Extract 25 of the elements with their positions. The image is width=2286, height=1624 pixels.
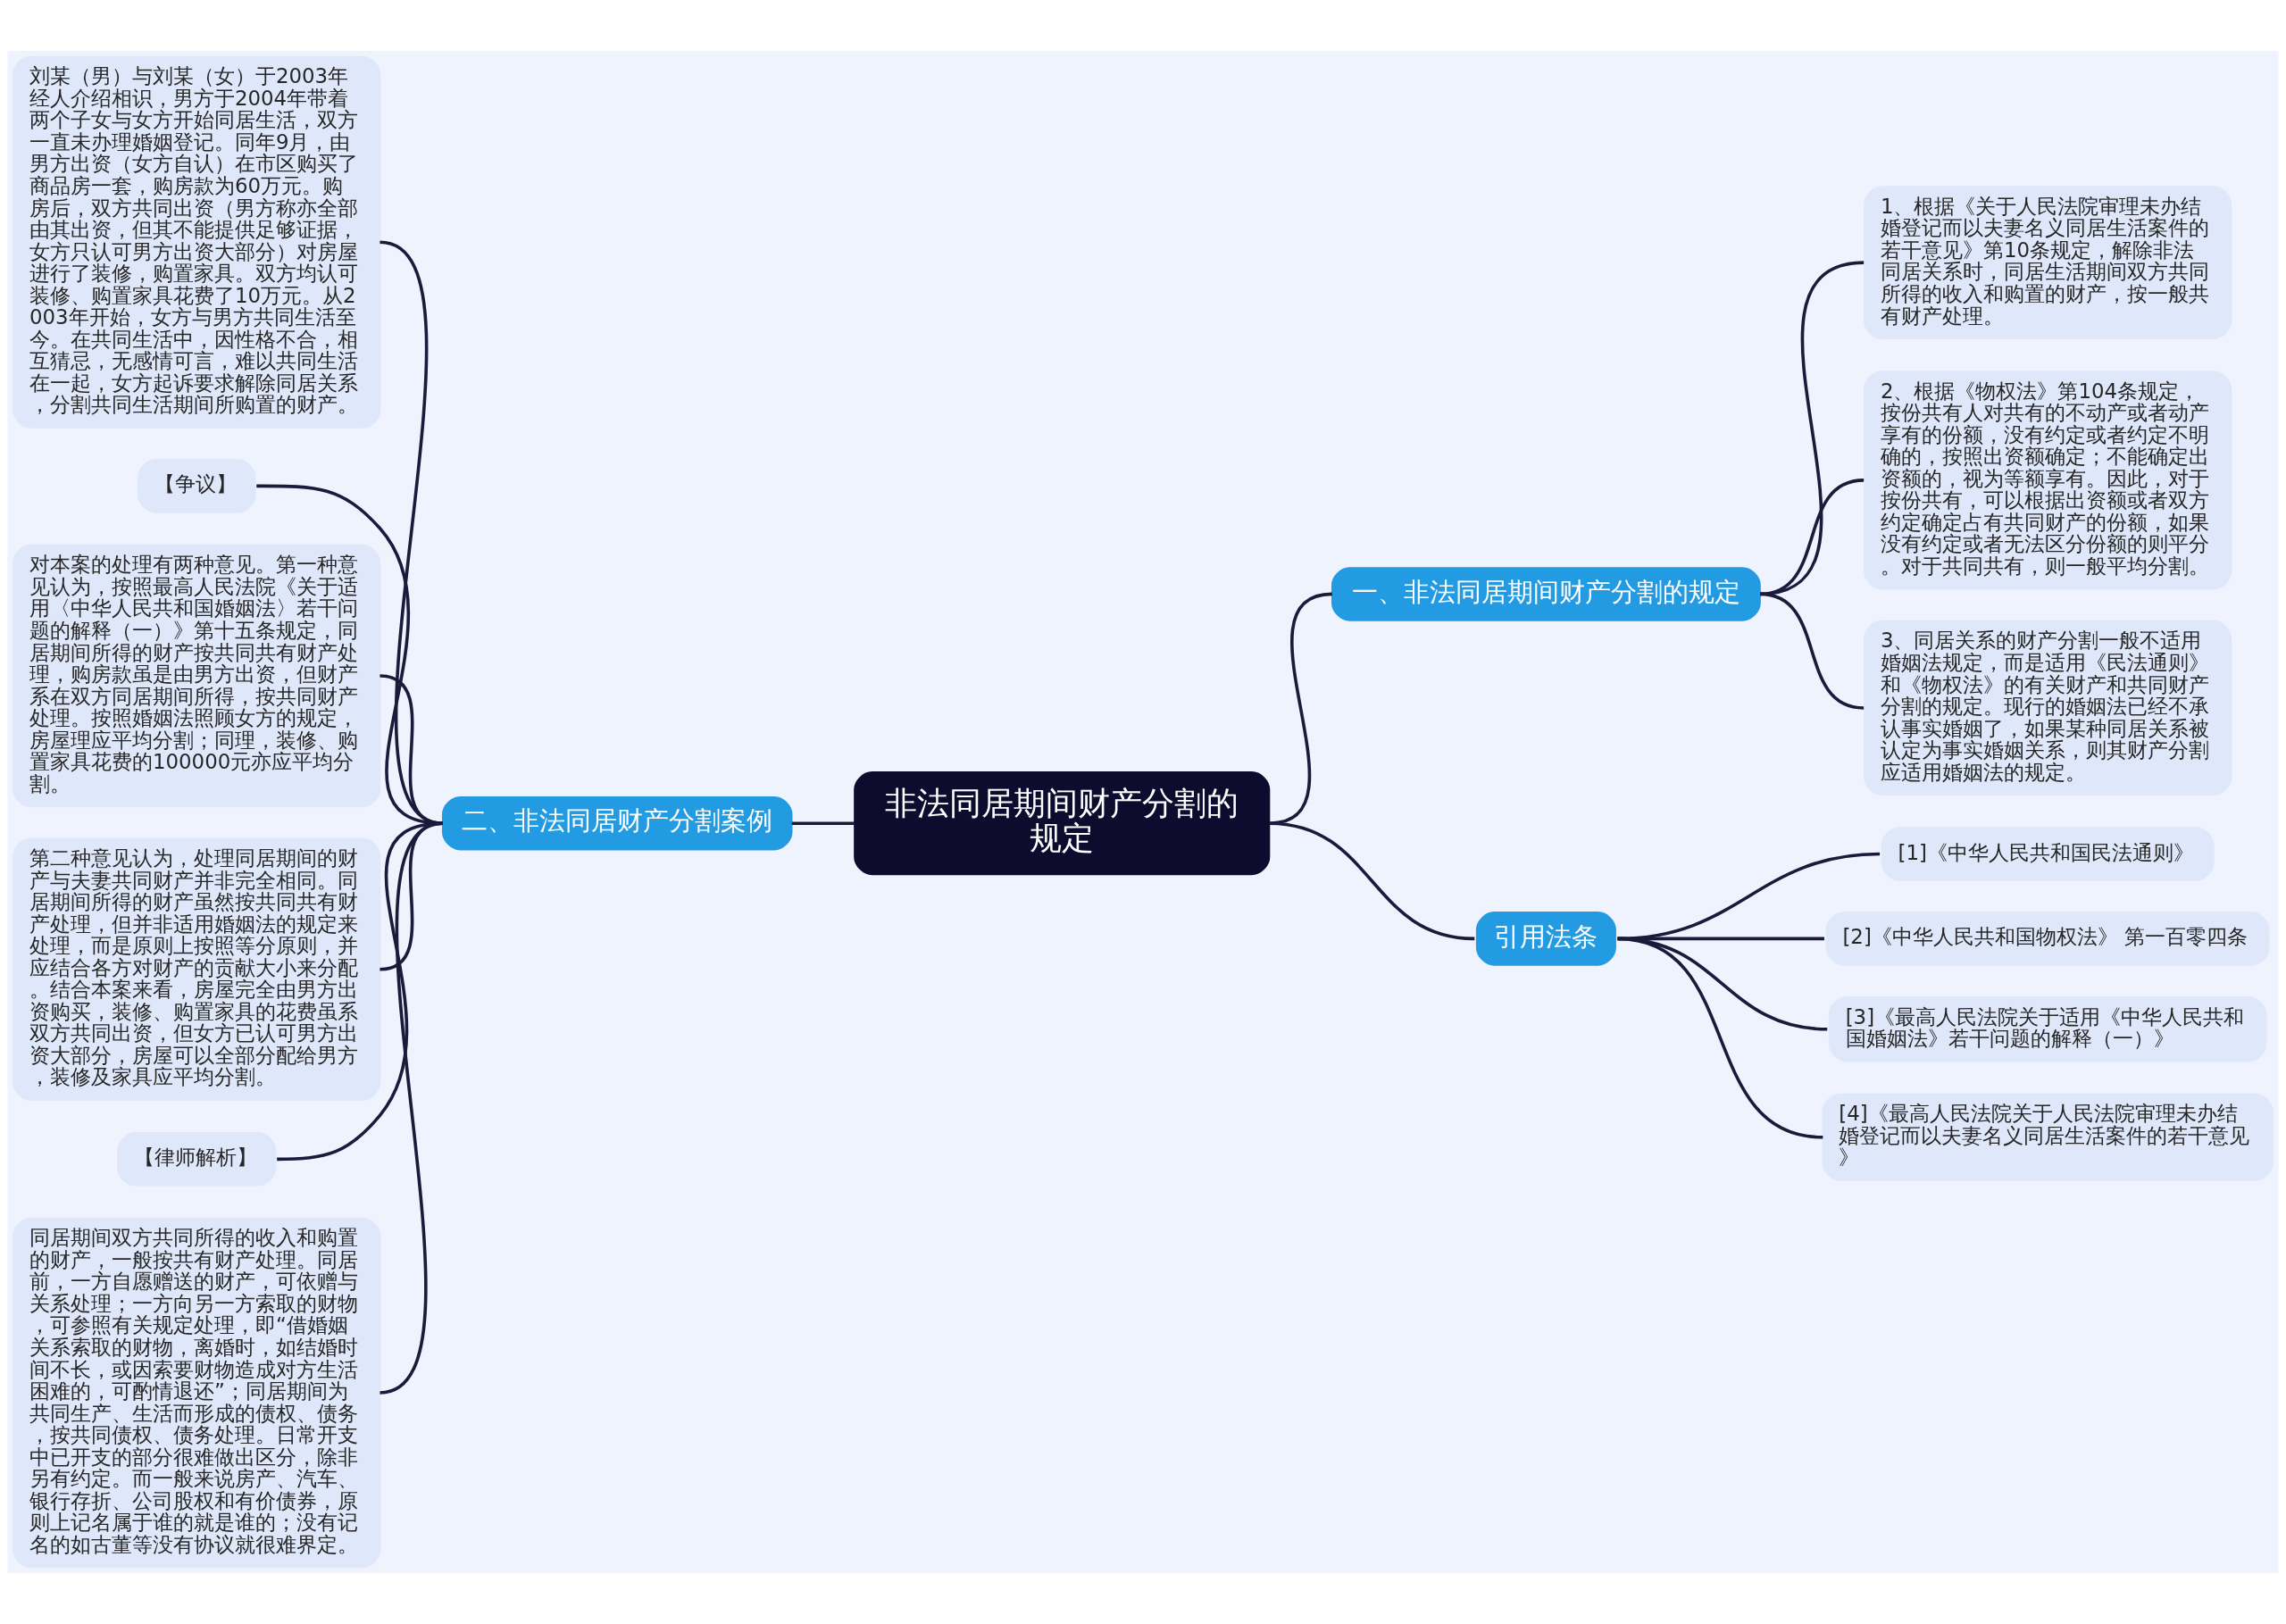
connector [379,821,444,1395]
connector [277,821,444,1162]
node-box: [2]《中华人民共和国物权法》 第一百零四条 [1825,912,2270,966]
node-box: 同居期间双方共同所得的收入和购置的财产，一般按共有财产处理。同居前，一方自愿赠送的财产，可依赠与关系处理；一方向另一方索取的财物，可参照有关规定处理，即“借婚姻关系索取的财物，离婚时，如结婚时间不长，或因索要财物造成对方生活困难的，可酌情退还”；同居期间为共同生产、生活而形成的债权、债务，按共同债权、债务处理。日常开支中已开支的部分很难做出区分，除非另有约定。而一般来说房产、汽车、银行存折、公司股权和有价债券，原则上记名属于谁的就是谁的；没有记名的如古董等没有协议就很难界定。 [13,1217,381,1569]
node-box: 一、非法同居期间财产分割的规定 [1331,567,1761,621]
connector [1617,937,1823,1139]
node-box: [4]《最高人民法院关于人民法院审理未办结婚登记而以夫妻名义同居生活案件的若干意见》 [1822,1093,2273,1181]
node-box: 引用法条 [1475,912,1616,966]
node-box: 二、非法同居财产分割案例 [441,795,793,851]
node-box: 非法同居期间财产分割的规定 [854,771,1271,876]
node-box: [1]《中华人民共和国民法通则》 [1881,827,2215,881]
connector [791,821,855,825]
connector [1759,479,1865,596]
connector [1759,261,1865,596]
node-box: 刘某（男）与刘某（女）于2003年经人介绍相识，男方于2004年带着两个子女与女方开始同居生活，双方一直未办理婚姻登记。同年9月，由男方出资（女方自认）在市区购买了商品房一套，购房款为60万元。购房后，双方共同出资（男方称亦全部由其出资，但其不能提供足够证据，女方只认可男方出资大部分）对房屋进行了装修，购置家具。双方均认可装修、购置家具花费了10万元。从2003年开始，女方与男方共同生活至今。在共同生活中，因性格不合，相互猜忌，无感情可言，难以共同生活在一起，女方起诉要求解除同居关系，分割共同生活期间所购置的财产。 [13,55,381,429]
node-box: 2、根据《物权法》第104条规定，按份共有人对共有的不动产或者动产享有的份额，没有约定或者约定不明确的，按照出资额确定；不能确定出资额的，视为等额享有。因此，对于按份共有，可以根据出资额或者双方约定确定占有共同财产的份额，如果没有约定或者无法区分份额的则平分。对于共同共有，则一般平均分割。 [1864,371,2232,590]
node-box: 第二种意见认为，处理同居期间的财产与夫妻共同财产并非完全相同。同居期间所得的财产虽然按共同共有财产处理，但并非适用婚姻法的规定来处理，而是原则上按照等分原则，并应结合各方对财产的贡献大小来分配。结合本案来看，房屋完全由男方出资购买，装修、购置家具的花费虽系双方共同出资，但女方已认可男方出资大部分，房屋可以全部分配给男方，装修及家具应平均分割。 [13,837,381,1101]
connector [1759,592,1865,710]
node-box: 3、同居关系的财产分割一般不适用婚姻法规定，而是适用《民法通则》和《物权法》的有关财产和共同财产分割的规定。现行的婚姻法已经不承认事实婚姻了，如果某种同居关系被认定为事实婚姻关系，则其财产分割应适用婚姻法的规定。 [1864,620,2232,796]
node-box: [3]《最高人民法院关于适用《中华人民共和国婚姻法》若干问题的解释（一）》 [1828,996,2267,1062]
node-box: 1、根据《关于人民法院审理未办结婚登记而以夫妻名义同居生活案件的若干意见》第10条规定，解除非法同居关系时，同居生活期间双方共同所得的收入和购置的财产，按一般共有财产处理。 [1864,186,2232,339]
node-box: 【律师解析】 [117,1132,277,1187]
node-box: 【争议】 [137,459,256,513]
node-box: 对本案的处理有两种意见。第一种意见认为，按照最高人民法院《关于适用〈中华人民共和国婚姻法〉若干问题的解释（一）》第十五条规定，同居期间所得的财产按共同共有财产处理，购房款虽是由男方出资，但财产系在双方同居期间所得，按共同财产处理。按照婚姻法照顾女方的规定，房屋理应平均分割；同理，装修、购置家具花费的100000元亦应平均分割。 [13,544,381,808]
connector [1269,821,1475,941]
